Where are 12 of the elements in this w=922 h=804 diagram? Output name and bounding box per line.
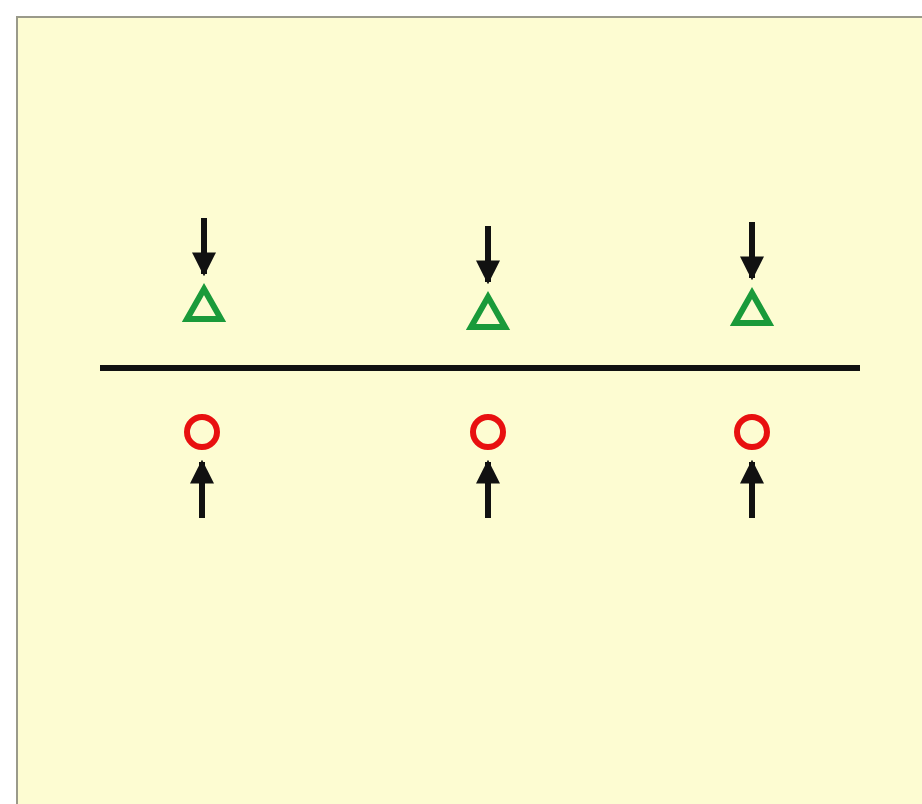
- triangle-symbol: [732, 290, 772, 326]
- circle-symbol: [184, 414, 220, 450]
- arrow: [190, 459, 214, 518]
- arrow: [740, 459, 764, 518]
- arrow: [476, 226, 500, 285]
- triangle-symbol: [468, 294, 508, 330]
- circle-symbol: [470, 414, 506, 450]
- arrow: [740, 222, 764, 281]
- triangle-symbol: [184, 286, 224, 322]
- arrow: [476, 459, 500, 518]
- arrow: [192, 218, 216, 277]
- circle-symbol: [734, 414, 770, 450]
